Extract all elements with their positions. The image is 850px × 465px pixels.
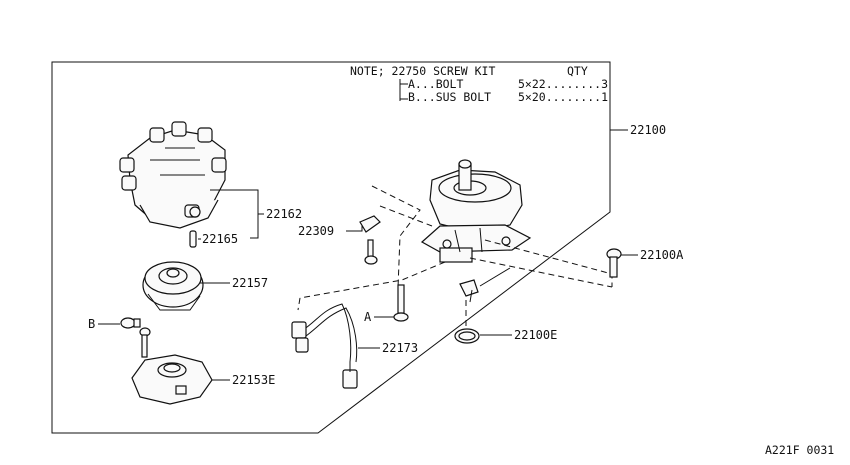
distributor-housing [420, 159, 532, 263]
clamp-bolt [364, 239, 378, 265]
screw-kit-note: NOTE; 22750 SCREW KIT QTY A...BOLT 5×22.… [350, 64, 608, 104]
label-a: A [364, 310, 372, 324]
label-22100a: 22100A [640, 248, 684, 262]
label-b: B [88, 317, 95, 331]
distributor-cap [119, 121, 227, 229]
label-22309: 22309 [298, 224, 334, 238]
label-22173: 22173 [382, 341, 418, 355]
rotor-pin [189, 230, 197, 248]
label-22100: 22100 [630, 123, 666, 137]
label-22153e: 22153E [232, 373, 275, 387]
note-item-a-size: 5×22........3 [518, 77, 608, 91]
rotor-shield [131, 354, 213, 405]
o-ring [454, 328, 480, 344]
rotor-head [142, 261, 204, 311]
label-22162: 22162 [266, 207, 302, 221]
sus-bolt-b [120, 317, 141, 329]
diagram-frame [51, 61, 611, 434]
bolt-22100a [606, 248, 622, 278]
wire-clip [459, 267, 511, 303]
note-item-a-label: A...BOLT [408, 77, 463, 91]
label-22100e: 22100E [514, 328, 557, 342]
note-item-b-size: 5×20........1 [518, 90, 608, 104]
clamp-bracket [359, 215, 381, 233]
bolt-a [393, 284, 409, 322]
note-item-b-label: B...SUS BOLT [408, 90, 491, 104]
wire-harness [291, 303, 358, 389]
label-22165: 22165 [202, 232, 238, 246]
label-22157: 22157 [232, 276, 268, 290]
note-header: NOTE; 22750 SCREW KIT [350, 64, 495, 78]
screw-22153e [139, 327, 151, 358]
diagram-code: A221F 0031 [765, 443, 834, 457]
note-qty-header: QTY [567, 64, 588, 78]
